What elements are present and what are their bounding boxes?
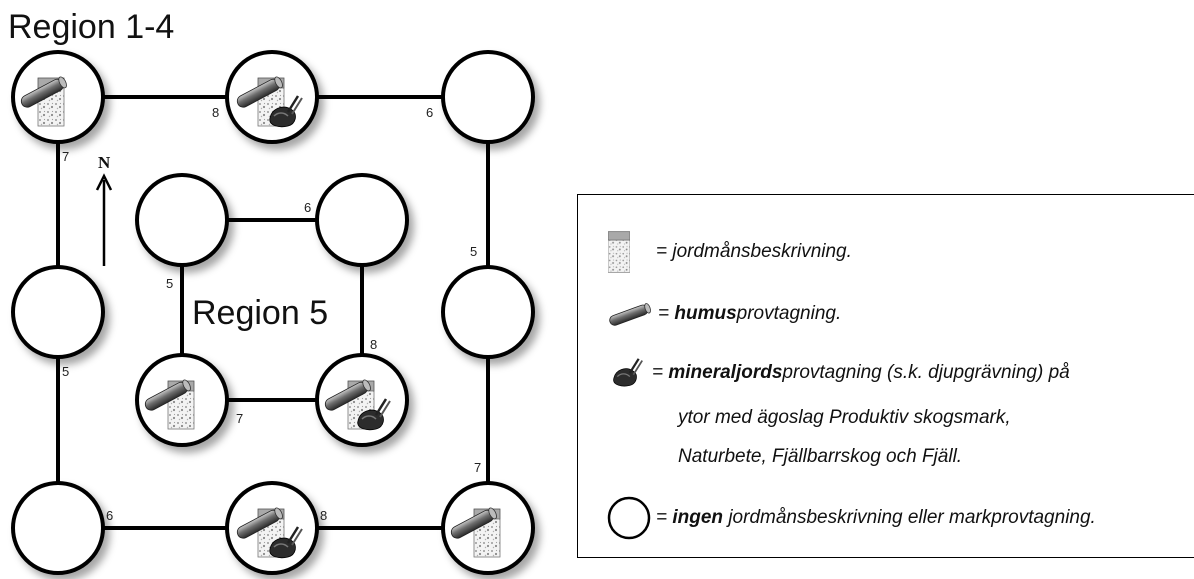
north-label: N <box>98 153 111 172</box>
distance-label: 8 <box>320 508 327 523</box>
legend-row-humus: = humusprovtagning. <box>608 302 841 326</box>
plot-circle-inner-top-left <box>135 173 229 267</box>
legend-row-soil: = jordmånsbeskrivning. <box>608 231 852 273</box>
distance-label: 7 <box>474 460 481 475</box>
distance-label: 6 <box>426 105 433 120</box>
distance-label: 6 <box>106 508 113 523</box>
distance-label: 7 <box>62 149 69 164</box>
plot-circle-middle-right <box>441 265 535 359</box>
humus-sampling-icon <box>609 303 651 326</box>
legend-mineral-text: = mineraljordsprovtagning (s.k. djupgräv… <box>652 362 1070 383</box>
distance-label: 5 <box>470 244 477 259</box>
distance-label: 7 <box>236 411 243 426</box>
distance-label: 5 <box>166 276 173 291</box>
legend-humus-text: = humusprovtagning. <box>658 303 842 324</box>
empty-plot-circle-icon <box>607 496 651 540</box>
legend-mineral-line2: ytor med ägoslag Produktiv skogsmark, <box>678 407 1011 428</box>
distance-label: 8 <box>370 337 377 352</box>
plot-circle-middle-left <box>11 265 105 359</box>
legend-row-none: = ingen jordmånsbeskrivning eller markpr… <box>606 495 1096 541</box>
soil-description-icon <box>608 231 630 273</box>
legend-soil-text: = jordmånsbeskrivning. <box>656 241 852 262</box>
legend-row-mineral: = mineraljordsprovtagning (s.k. djupgräv… <box>612 357 1070 389</box>
north-arrow-icon <box>95 173 113 266</box>
distance-label: 5 <box>62 364 69 379</box>
distance-label: 8 <box>212 105 219 120</box>
plot-circle-top-right <box>441 50 535 144</box>
plot-circle-bottom-left <box>11 481 105 575</box>
mineral-soil-sampling-icon <box>613 358 643 387</box>
region-1-4-label: Region 1-4 <box>8 8 174 46</box>
legend-mineral-line3: Naturbete, Fjällbarrskog och Fjäll. <box>678 446 963 467</box>
distance-label: 6 <box>304 200 311 215</box>
plot-circle-inner-top-right <box>315 173 409 267</box>
legend-none-text: = ingen jordmånsbeskrivning eller markpr… <box>656 507 1096 528</box>
legend-box: = jordmånsbeskrivning. = humusprovtagnin… <box>577 194 1194 558</box>
region-5-label: Region 5 <box>192 294 328 332</box>
